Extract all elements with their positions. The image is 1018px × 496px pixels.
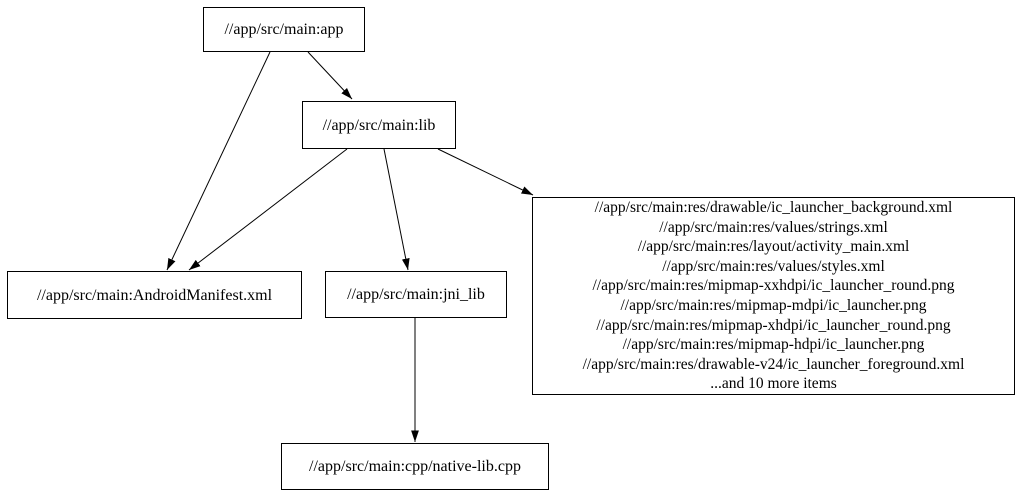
edge-lib-to-jni-lib — [383, 148, 410, 271]
node-lib-label: //app/src/main:lib — [322, 116, 436, 134]
res-file-line: //app/src/main:res/values/strings.xml — [659, 218, 888, 236]
node-res-group: //app/src/main:res/drawable/ic_launcher_… — [532, 197, 1015, 395]
res-file-line: //app/src/main:res/mipmap-xxhdpi/ic_laun… — [592, 277, 955, 295]
res-file-line: //app/src/main:res/drawable/ic_launcher_… — [594, 199, 953, 217]
res-more-items-line: ...and 10 more items — [710, 375, 837, 393]
edge-lib-to-res-group — [437, 148, 534, 196]
node-native-lib-cpp: //app/src/main:cpp/native-lib.cpp — [281, 443, 549, 490]
res-file-line: //app/src/main:res/mipmap-hdpi/ic_launch… — [622, 336, 925, 354]
res-file-line: //app/src/main:res/mipmap-mdpi/ic_launch… — [620, 297, 927, 314]
node-native-lib-cpp-label: //app/src/main:cpp/native-lib.cpp — [309, 458, 521, 475]
node-app: //app/src/main:app — [203, 7, 365, 52]
edge-app-to-lib — [307, 51, 353, 100]
res-file-line: //app/src/main:res/values/styles.xml — [662, 257, 885, 275]
node-jni-lib-label: //app/src/main:jni_lib — [347, 286, 485, 303]
res-file-line: //app/src/main:res/layout/activity_main.… — [637, 238, 910, 256]
edge-lib-to-manifest — [188, 148, 348, 271]
res-file-line: //app/src/main:res/mipmap-xhdpi/ic_launc… — [596, 316, 951, 334]
node-android-manifest: //app/src/main:AndroidManifest.xml — [7, 271, 302, 319]
edge-app-to-manifest — [166, 51, 271, 271]
node-jni-lib: //app/src/main:jni_lib — [325, 271, 507, 318]
res-file-line: //app/src/main:res/drawable-v24/ic_launc… — [582, 355, 965, 373]
node-app-label: //app/src/main:app — [224, 21, 344, 38]
node-lib: //app/src/main:lib — [302, 101, 456, 149]
node-android-manifest-label: //app/src/main:AndroidManifest.xml — [36, 286, 273, 304]
